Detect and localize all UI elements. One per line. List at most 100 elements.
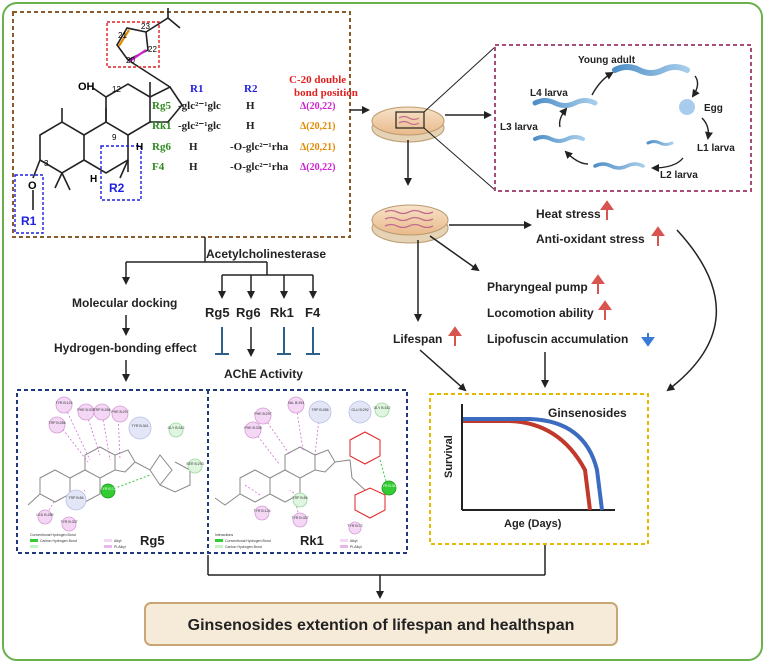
steroid-skeleton bbox=[32, 8, 183, 210]
stage-l2: L2 larva bbox=[660, 170, 698, 181]
up-arrow-icon bbox=[600, 200, 614, 220]
svg-text:Pi-Alkyl: Pi-Alkyl bbox=[114, 545, 126, 549]
lifecycle-box bbox=[494, 44, 752, 192]
pharyngeal-label: Pharyngeal pump bbox=[487, 280, 588, 294]
row-r2: H bbox=[246, 120, 255, 132]
svg-text:Conventional Hydrogen Bond: Conventional Hydrogen Bond bbox=[225, 539, 271, 543]
svg-text:PHE B:338: PHE B:338 bbox=[77, 408, 94, 412]
stage-young-adult: Young adult bbox=[578, 55, 636, 66]
row-name: Rg6 bbox=[152, 141, 171, 153]
atom-3: 3 bbox=[44, 159, 49, 168]
svg-text:Pi-Alkyl: Pi-Alkyl bbox=[350, 545, 362, 549]
conclusion-text: Ginsenosides extention of lifespan and h… bbox=[188, 617, 575, 634]
heat-stress-label: Heat stress bbox=[536, 207, 601, 221]
connector bbox=[666, 229, 718, 392]
side-chain-highlight-box bbox=[106, 21, 160, 68]
residue: PHE B:338 bbox=[77, 403, 95, 421]
row-r1: H bbox=[189, 161, 198, 173]
svg-text:TYR B:72: TYR B:72 bbox=[347, 524, 362, 528]
r1-label: R1 bbox=[21, 214, 37, 228]
svg-text:VAL B:294: VAL B:294 bbox=[288, 401, 304, 405]
row-name: F4 bbox=[152, 161, 165, 173]
atom-23: 23 bbox=[141, 22, 150, 31]
svg-text:GLY B:342: GLY B:342 bbox=[168, 426, 185, 430]
up-arrow-icon bbox=[591, 274, 605, 294]
svg-text:TYR B:337: TYR B:337 bbox=[291, 516, 308, 520]
row-r2: -O-glc²⁻¹rha bbox=[230, 161, 289, 173]
atom-h1: H bbox=[136, 142, 143, 153]
residue: TYR B:72 bbox=[347, 521, 363, 535]
compound-rg5: Rg5 bbox=[205, 305, 230, 320]
residue: TYR B:341 bbox=[128, 416, 152, 440]
rk1-legend: Interactions Conventional Hydrogen Bond … bbox=[215, 533, 362, 549]
conclusion-box bbox=[144, 602, 618, 646]
rg5-legend: Conventional Hydrogen Bond Carbon Hydrog… bbox=[30, 533, 126, 549]
header-double-bond-1: C-20 double bbox=[289, 74, 346, 86]
residue: TRP B:286 bbox=[48, 416, 66, 434]
row-r1: H bbox=[189, 141, 198, 153]
svg-text:TYR B:341: TYR B:341 bbox=[131, 424, 148, 428]
rk1-panel-title: Rk1 bbox=[300, 533, 324, 548]
atom-o: O bbox=[28, 180, 37, 192]
row-r1: -glc²⁻¹glc bbox=[178, 120, 221, 132]
lifespan-label: Lifespan bbox=[393, 332, 442, 346]
svg-text:PHE B:297: PHE B:297 bbox=[111, 410, 128, 414]
header-r1: R1 bbox=[190, 83, 203, 95]
residue: LEU B:289 bbox=[37, 509, 54, 525]
up-arrow-icon bbox=[651, 226, 665, 246]
svg-text:Conventional Hydrogen Bond: Conventional Hydrogen Bond bbox=[30, 533, 76, 537]
row-r1: -glc²⁻¹glc bbox=[178, 100, 221, 112]
residue: TYR B:341 bbox=[380, 480, 398, 496]
svg-text:PHE B:338: PHE B:338 bbox=[244, 426, 261, 430]
molecular-docking-label: Molecular docking bbox=[72, 296, 177, 310]
atom-12: 12 bbox=[112, 85, 121, 94]
compound-rk1: Rk1 bbox=[270, 305, 294, 320]
worm-l2 bbox=[593, 162, 645, 170]
residue: TYR B:124 bbox=[253, 505, 271, 521]
compound-f4: F4 bbox=[305, 305, 321, 320]
inhibition-mark bbox=[277, 327, 291, 355]
atom-oh: OH bbox=[78, 81, 95, 93]
svg-text:TRP B:286: TRP B:286 bbox=[311, 408, 328, 412]
atom-20: 20 bbox=[126, 56, 135, 65]
connector bbox=[429, 235, 480, 272]
svg-text:SER B:293: SER B:293 bbox=[186, 462, 203, 466]
lipofuscin-label: Lipofuscin accumulation bbox=[487, 332, 628, 346]
residue: TRP B:86 bbox=[65, 489, 87, 511]
residue: TYR B:72 bbox=[100, 483, 116, 499]
double-bond-20-22 bbox=[129, 49, 147, 62]
locomotion-label: Locomotion ability bbox=[487, 306, 594, 320]
rg5-panel-title: Rg5 bbox=[140, 533, 165, 548]
inhibition-mark bbox=[306, 327, 320, 355]
atom-21: 21 bbox=[118, 31, 127, 40]
anti-oxidant-label: Anti-oxidant stress bbox=[536, 232, 645, 246]
r1-highlight-box bbox=[14, 174, 44, 234]
hydrogen-bonding-label: Hydrogen-bonding effect bbox=[54, 341, 197, 355]
survival-title: Ginsenosides bbox=[548, 406, 627, 420]
residue: GLY B:342 bbox=[168, 422, 185, 438]
svg-text:TRP B:86: TRP B:86 bbox=[292, 496, 307, 500]
up-arrow-icon bbox=[598, 300, 612, 320]
worm-l4 bbox=[532, 98, 598, 108]
connector bbox=[419, 349, 467, 392]
rk1-sugar bbox=[349, 431, 386, 519]
petri-dish-top bbox=[371, 106, 445, 143]
worm-young-adult bbox=[612, 64, 690, 76]
rk1-ligand bbox=[214, 446, 366, 506]
residue: VAL B:294 bbox=[287, 396, 305, 414]
zoom-line bbox=[423, 46, 496, 113]
cycle-arrows bbox=[558, 71, 713, 172]
survival-curve-ginsenoside bbox=[463, 417, 604, 511]
stage-l4: L4 larva bbox=[530, 88, 568, 99]
svg-text:Alkyl: Alkyl bbox=[350, 539, 358, 543]
residue: TYR B:337 bbox=[291, 512, 309, 528]
residue: TRP B:286 bbox=[93, 403, 111, 421]
stage-l3: L3 larva bbox=[500, 122, 538, 133]
row-pos: Δ(20,22) bbox=[300, 101, 335, 112]
header-double-bond-2: bond position bbox=[294, 87, 358, 99]
docking-box bbox=[16, 389, 408, 554]
table-row: Rk1 -glc²⁻¹glc H Δ(20,21) bbox=[152, 120, 335, 132]
